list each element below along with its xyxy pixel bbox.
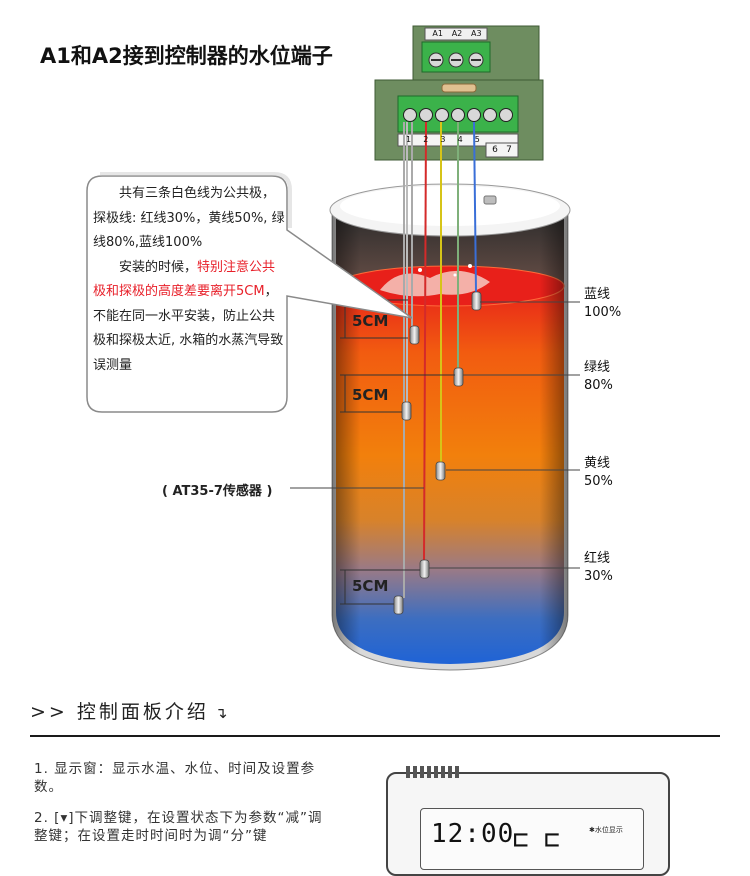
section-title: >> 控制面板介绍 ↴ [30, 697, 230, 724]
level-percent: 30% [584, 569, 613, 584]
callout-line1: 共有三条白色线为公共极，探极线: 红线30%，黄线50%, 绿线80%,蓝线10… [93, 186, 285, 250]
display-time: 12:00 [431, 819, 515, 849]
description-item-2: 2. [▾]下调整键，在设置状态下为参数“减”调整键；在设置走时时间时为调“分”… [34, 810, 323, 844]
corner-arrow-icon: ↴ [214, 704, 231, 722]
level-percent: 50% [584, 474, 613, 489]
terminal-top-labels: A1 A2 A3 [428, 29, 486, 38]
callout-line2-tail: ，不能在同一水平安装，防止公共极和探极太近, 水箱的水蒸汽导致误测量 [93, 284, 284, 373]
display-segments: ⊏ ⊏ [513, 825, 560, 855]
level-label-green: 绿线 80% [584, 359, 613, 395]
level-name: 绿线 [584, 360, 611, 375]
level-name: 红线 [584, 551, 611, 566]
level-name: 黄线 [584, 456, 611, 471]
indicator-label: 水位显示 [594, 826, 623, 834]
callout-text: 共有三条白色线为公共极，探极线: 红线30%，黄线50%, 绿线80%,蓝线10… [93, 182, 285, 378]
level-label-yellow: 黄线 50% [584, 455, 613, 491]
section-divider [30, 735, 720, 737]
terminal-label: 6 [492, 145, 498, 155]
terminal-label: 3 [440, 135, 446, 144]
terminal-label: 4 [457, 135, 463, 144]
level-label-red: 红线 30% [584, 550, 613, 586]
terminal-label: A3 [471, 29, 482, 38]
terminal-bottom-labels-right: 6 7 [488, 145, 516, 155]
terminal-label: A1 [432, 29, 443, 38]
sensor-label: ( AT35-7传感器 ) [162, 484, 273, 499]
page-title: A1和A2接到控制器的水位端子 [40, 44, 333, 68]
terminal-label: 5 [474, 135, 480, 144]
indicator-dot-icon: ✱ [589, 826, 595, 834]
callout-line2-normal: 安装的时候， [119, 259, 198, 275]
terminal-label: 7 [506, 145, 512, 155]
level-percent: 100% [584, 305, 622, 320]
terminal-bottom-labels: 1 2 3 4 5 [400, 135, 486, 144]
level-percent: 80% [584, 378, 613, 393]
water-level-indicator: ✱水位显示 [589, 825, 623, 835]
panel-vents [406, 766, 459, 778]
distance-label: 5CM [352, 577, 389, 595]
description-item-1: 1. 显示窗：显示水温、水位、时间及设置参数。 [34, 761, 316, 795]
level-label-blue: 蓝线 100% [584, 286, 621, 322]
tank-illustration [86, 25, 580, 671]
distance-label: 5CM [352, 312, 389, 330]
terminal-label: 1 [406, 135, 412, 144]
section-title-text: >> 控制面板介绍 [30, 701, 209, 723]
distance-label: 5CM [352, 386, 389, 404]
level-name: 蓝线 [584, 287, 611, 302]
callout-line2: 安装的时候，特别注意公共极和探极的高度差要离开5CM，不能在同一水平安装，防止公… [93, 256, 285, 379]
terminal-label: A2 [451, 29, 463, 38]
display-window: 12:00 ⊏ ⊏ ✱水位显示 [420, 808, 644, 870]
callout-warning-text: 特别注意公共极和探极的高度差要离开5CM [93, 259, 276, 300]
control-panel: 12:00 ⊏ ⊏ ✱水位显示 [386, 766, 670, 876]
terminal-label: 2 [423, 135, 429, 144]
